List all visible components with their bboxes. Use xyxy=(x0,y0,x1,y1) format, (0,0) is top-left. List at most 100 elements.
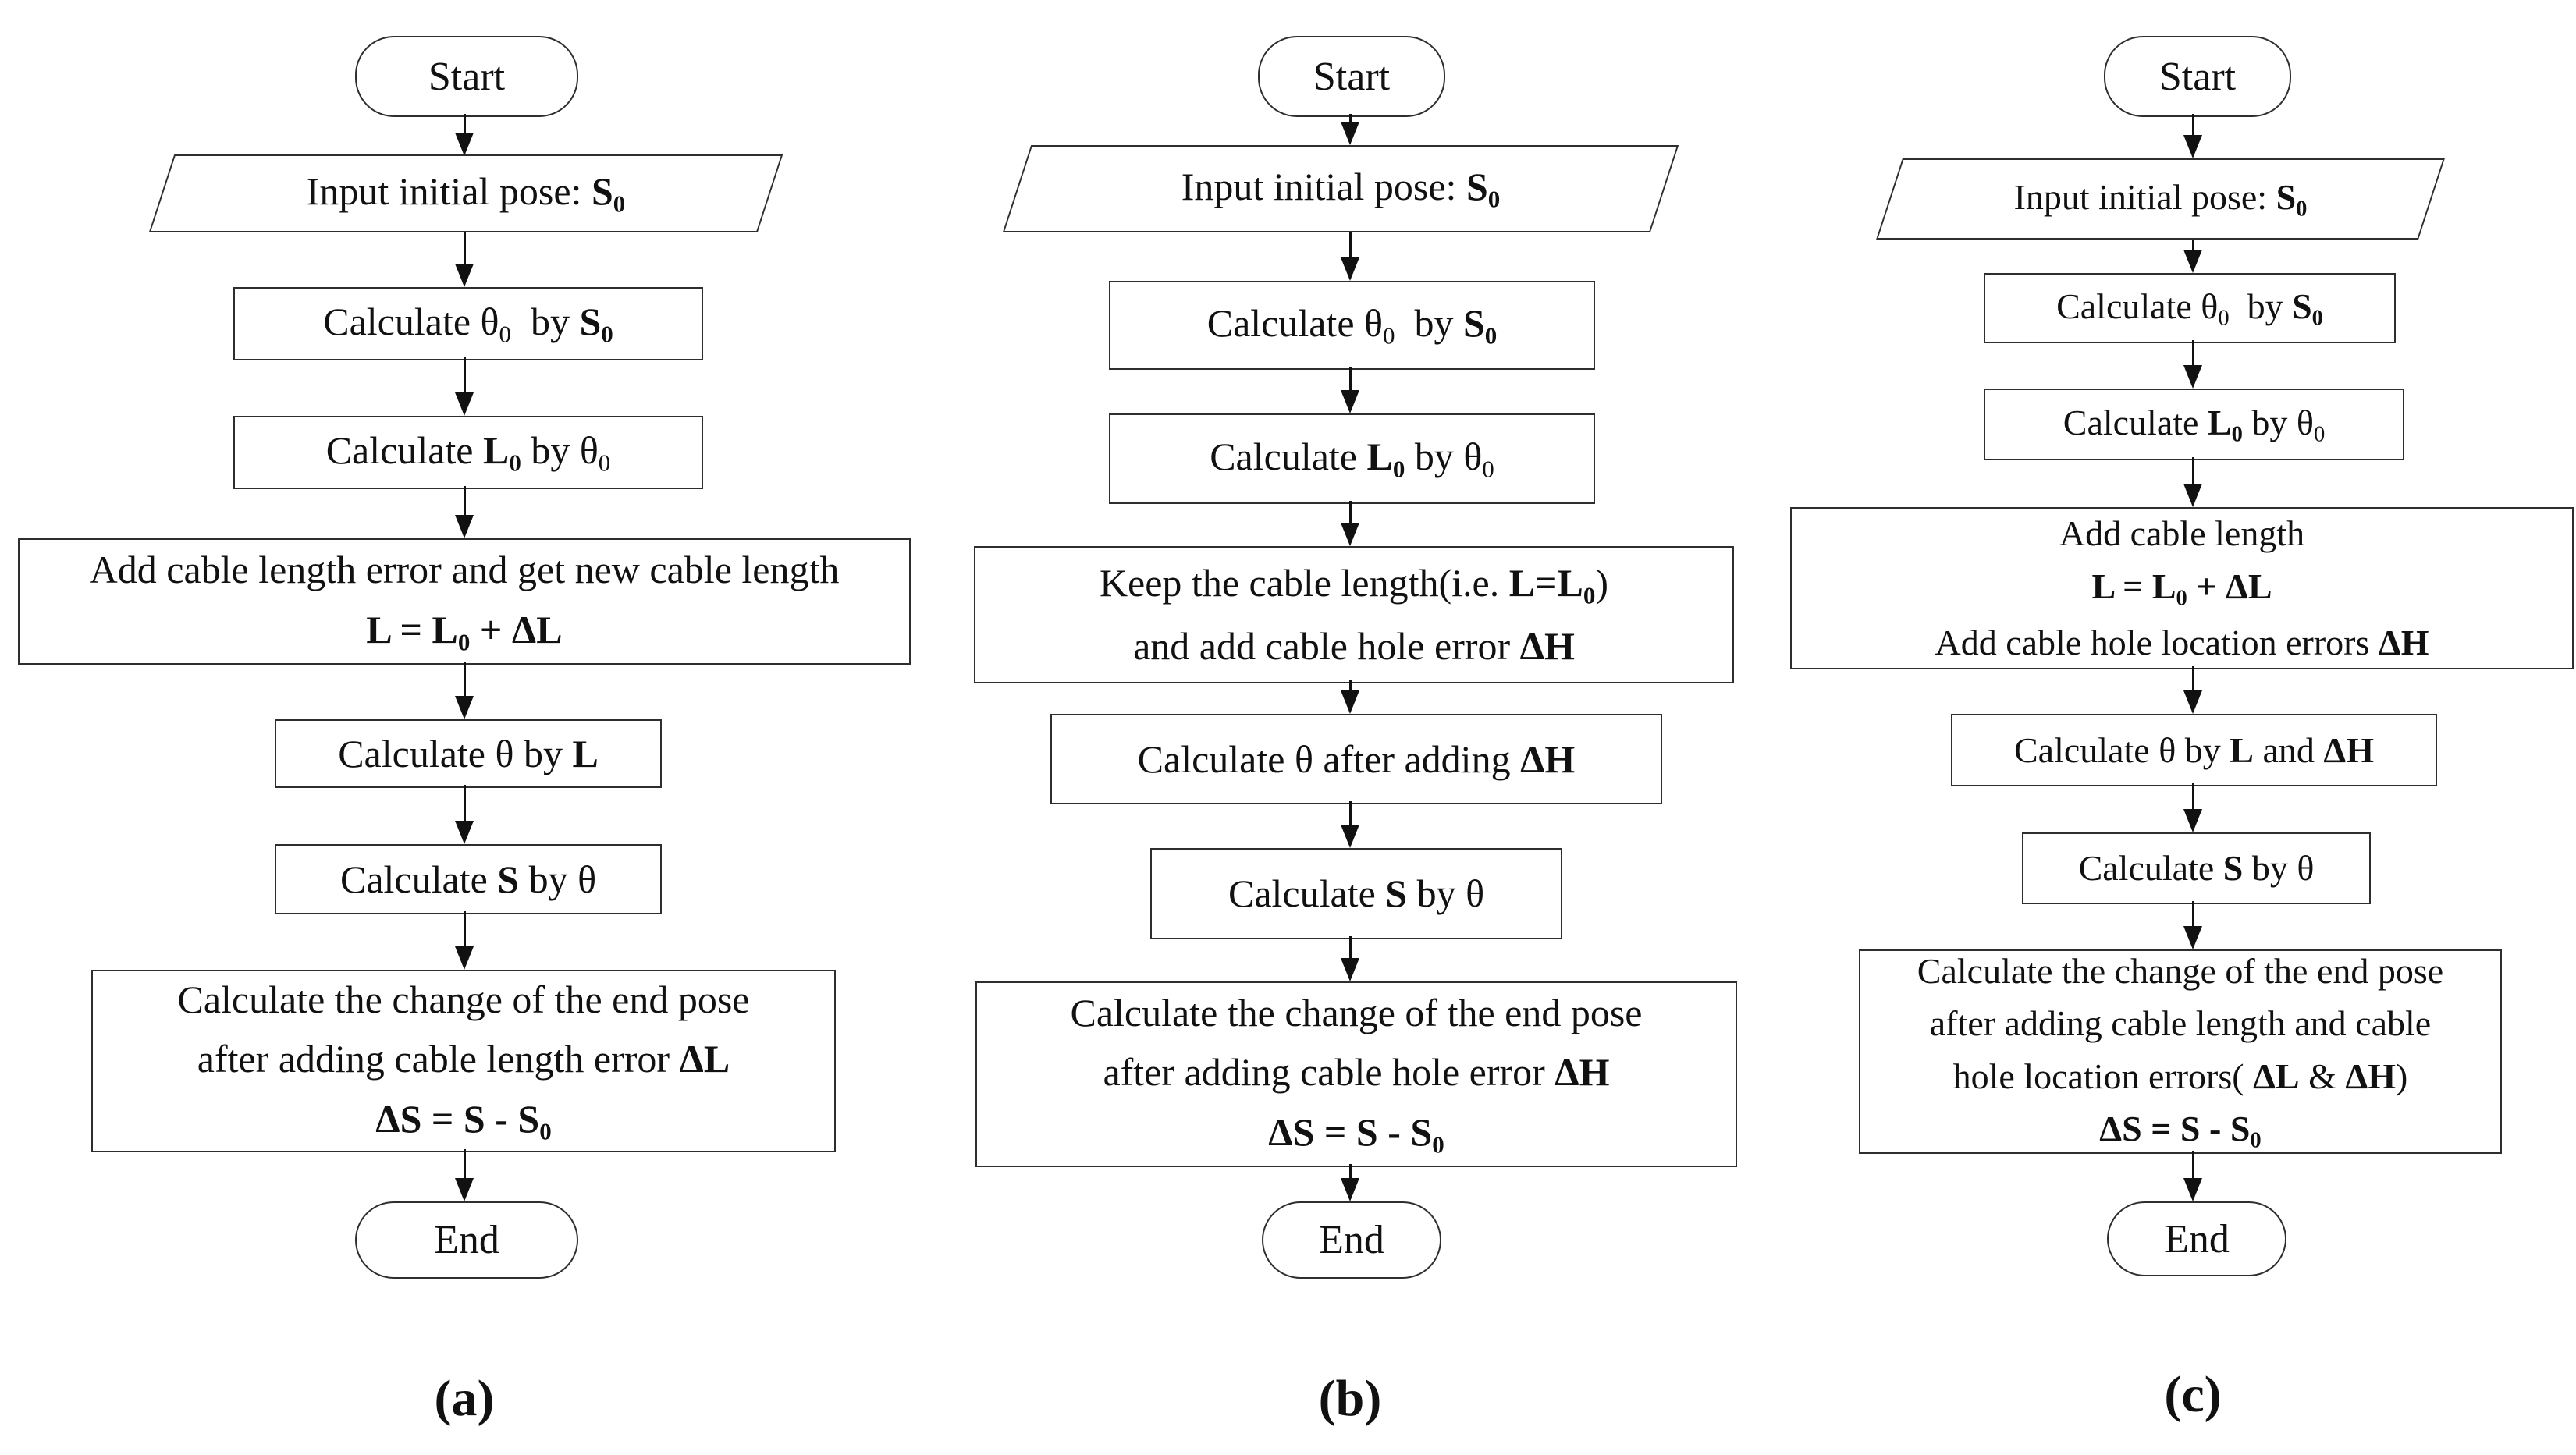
text-run: by xyxy=(1407,871,1466,916)
a-start-terminator: Start xyxy=(355,36,578,117)
node-text-line: after adding cable length and cable xyxy=(1930,1001,2431,1046)
flow-arrow xyxy=(454,357,474,416)
node-text: Calculate S by θ xyxy=(2079,846,2315,891)
text-run: L=L xyxy=(1508,561,1583,605)
node-text: Input initial pose: S0 xyxy=(2014,175,2308,223)
theta-symbol: θ xyxy=(2297,848,2315,889)
node-text: Calculate L0 by θ0 xyxy=(2063,400,2325,449)
text-run: Calculate the change of the end pose xyxy=(177,977,750,1021)
subscript: 0 xyxy=(2311,306,2323,331)
text-run: Calculate xyxy=(1206,301,1365,346)
node-text: Calculate L0 by θ0 xyxy=(326,426,611,478)
a-add-cable-length-error-process: Add cable length error and get new cable… xyxy=(18,538,911,665)
a-calc-s-by-theta-process: Calculate S by θ xyxy=(275,844,662,914)
text-run: after adding cable length error xyxy=(197,1037,680,1081)
text-run: Calculate xyxy=(1228,871,1386,916)
caption-a: (a) xyxy=(434,1370,495,1427)
text-run: ΔH xyxy=(1519,624,1575,669)
text-run: L = L xyxy=(2091,566,2176,606)
node-text: Calculate θ0 by S0 xyxy=(2056,284,2323,332)
a-calc-theta0-process: Calculate θ0 by S0 xyxy=(233,287,703,360)
theta-symbol: θ xyxy=(495,731,514,775)
text-run: Add cable length xyxy=(2059,513,2305,554)
text-run: Calculate xyxy=(338,731,496,775)
text-run: by xyxy=(510,300,580,344)
flow-arrow xyxy=(1340,501,1360,546)
node-text-line: Add cable length xyxy=(2059,511,2304,556)
c-calc-theta0-process: Calculate θ0 by S0 xyxy=(1984,273,2396,343)
text-run: ΔS = S - S xyxy=(375,1096,540,1141)
node-text: Calculate S by θ xyxy=(1228,869,1484,918)
node-text: Start xyxy=(1313,51,1390,102)
subscript: 0 xyxy=(613,190,626,218)
text-run: Calculate xyxy=(1210,435,1367,479)
node-text: Calculate θ after adding ΔH xyxy=(1138,735,1576,784)
text-run: S xyxy=(579,300,602,344)
b-end-pose-change-process: Calculate the change of the end pose aft… xyxy=(975,981,1737,1167)
formula-line: L = L0 + ΔL xyxy=(2091,564,2272,612)
flow-arrow xyxy=(454,662,474,719)
text-run: Calculate xyxy=(1137,736,1295,781)
a-calc-theta-by-l-process: Calculate θ by L xyxy=(275,719,662,788)
b-keep-length-add-hole-error-process: Keep the cable length(i.e. L=L0) and add… xyxy=(974,546,1734,683)
text-run: by xyxy=(2229,286,2293,326)
text-run: End xyxy=(2164,1216,2230,1262)
text-run: S xyxy=(1385,871,1408,916)
text-run: S xyxy=(1466,165,1488,209)
b-calc-s-by-theta-process: Calculate S by θ xyxy=(1150,848,1562,939)
text-run: after adding cable hole error xyxy=(1103,1050,1555,1095)
node-text: Calculate θ by L and ΔH xyxy=(2014,728,2374,773)
c-end-pose-change-process: Calculate the change of the end pose aft… xyxy=(1859,949,2502,1154)
c-calc-s-by-theta-process: Calculate S by θ xyxy=(2022,832,2371,904)
flow-arrow xyxy=(2183,240,2203,273)
text-run: Calculate xyxy=(2056,286,2201,326)
text-run: Calculate xyxy=(2063,402,2208,442)
text-run: by xyxy=(1395,301,1463,346)
theta-symbol: θ xyxy=(579,428,599,473)
text-run: by xyxy=(521,428,580,473)
theta-symbol: θ xyxy=(1466,871,1485,916)
flow-arrow xyxy=(454,911,474,970)
flow-arrow xyxy=(454,114,474,156)
text-run: ) xyxy=(2396,1056,2408,1096)
text-run: L xyxy=(482,428,510,473)
theta-symbol: θ xyxy=(1364,301,1383,346)
text-run: Start xyxy=(2159,54,2237,99)
b-start-terminator: Start xyxy=(1258,36,1445,117)
flow-arrow xyxy=(1340,232,1360,281)
node-text: End xyxy=(434,1215,499,1265)
text-run: L xyxy=(1366,435,1393,479)
b-end-terminator: End xyxy=(1262,1201,1441,1279)
text-run: by xyxy=(513,731,573,775)
text-run: S xyxy=(2276,176,2297,217)
node-text-line: hole location errors( ΔL & ΔH) xyxy=(1953,1054,2408,1099)
subscript: 0 xyxy=(1432,1130,1444,1159)
subscript: 0 xyxy=(2250,1128,2262,1153)
text-run: after adding cable length and cable xyxy=(1929,1003,2432,1044)
flow-arrow xyxy=(1340,936,1360,981)
subscript: 0 xyxy=(1484,321,1498,350)
c-start-terminator: Start xyxy=(2104,36,2291,117)
theta-symbol: θ xyxy=(2296,402,2314,442)
subscript: 0 xyxy=(601,320,613,348)
text-run: End xyxy=(434,1218,499,1262)
text-run: ) xyxy=(1595,561,1609,605)
text-run: Calculate xyxy=(339,857,498,901)
text-run: Input initial pose: xyxy=(306,169,592,214)
node-text: End xyxy=(2164,1214,2230,1265)
caption-b: (b) xyxy=(1318,1370,1382,1427)
text-run: + ΔL xyxy=(2187,566,2272,606)
text-run: Calculate xyxy=(2078,848,2223,889)
text-run: ΔH xyxy=(1554,1050,1610,1095)
node-text-line: Calculate the change of the end pose xyxy=(1917,949,2443,994)
c-input-pose-parallelogram: Input initial pose: S0 xyxy=(1876,158,2445,240)
node-text-line: after adding cable hole error ΔH xyxy=(1103,1048,1609,1097)
text-run: Calculate xyxy=(325,428,483,473)
text-run: Add cable length error and get new cable… xyxy=(89,548,840,592)
caption-c: (c) xyxy=(2164,1366,2222,1423)
text-run: and xyxy=(2253,729,2324,770)
flow-arrow xyxy=(2183,1151,2203,1201)
b-calc-l0-process: Calculate L0 by θ0 xyxy=(1109,413,1595,504)
b-calc-theta-after-dh-process: Calculate θ after adding ΔH xyxy=(1050,714,1662,804)
